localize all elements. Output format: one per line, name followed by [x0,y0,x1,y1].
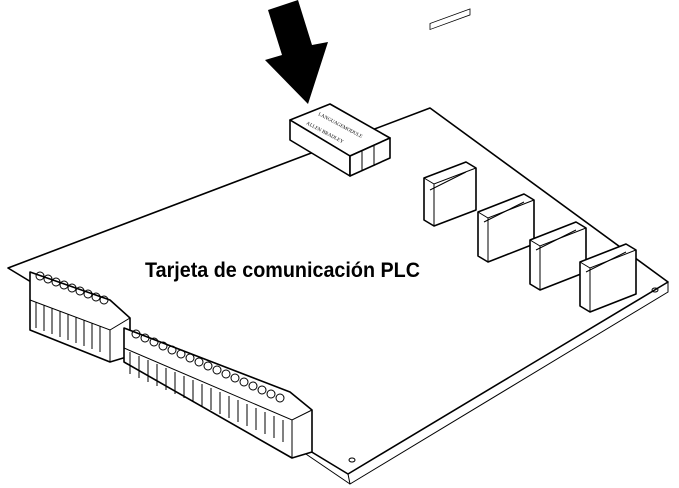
board-edge [347,282,669,485]
dip-switch-block [579,243,637,313]
mount-hole [651,287,659,293]
terminal-block-small [29,271,131,363]
terminal-block-large [123,327,313,459]
arrow-down-icon [265,0,328,104]
board-caption: Tarjeta de comunicación PLC [145,259,420,282]
dip-switch-block [423,8,477,227]
mount-hole [348,457,356,463]
